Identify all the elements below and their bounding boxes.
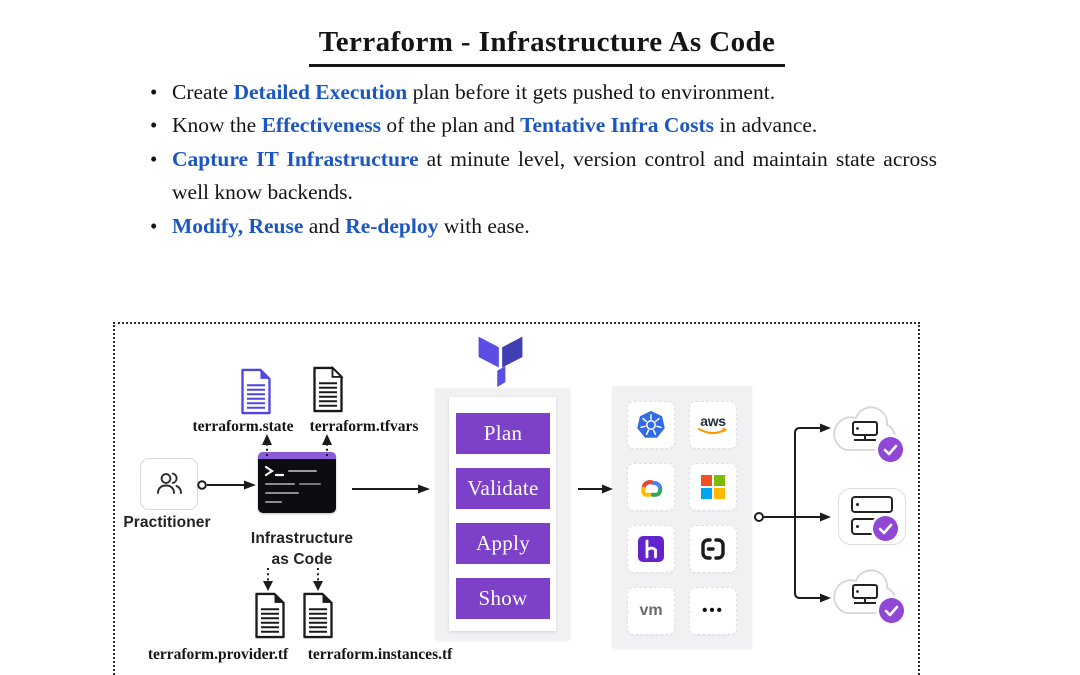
diagram-frame — [113, 322, 920, 675]
bullet-4-em: Modify, Reuse — [172, 213, 304, 238]
google-cloud-icon — [641, 480, 663, 497]
aws-wordmark: aws — [700, 412, 726, 429]
provider-vmware-card: vm — [627, 587, 675, 635]
check-icon — [878, 523, 893, 534]
title-wrap: Terraform - Infrastructure As Code — [0, 26, 1080, 67]
vmware-wordmark: vm — [639, 602, 663, 619]
bullet-1-em: Detailed Execution — [233, 80, 408, 104]
bullet-3-post: at minute level, version control and mai… — [172, 146, 937, 205]
provider-more-card: ••• — [689, 587, 737, 635]
check-badge-middle — [873, 516, 898, 541]
bullet-list: Create Detailed Execution plan before it… — [148, 76, 937, 243]
provider-code-brackets-card — [689, 525, 737, 573]
provider-kubernetes-card — [627, 401, 675, 449]
bullet-1-post: plan before it gets pushed to environmen… — [407, 80, 776, 104]
bullet-item-3: Capture IT Infrastructure at minute leve… — [148, 143, 937, 210]
code-brackets-icon — [701, 538, 725, 560]
ellipsis-icon: ••• — [702, 602, 724, 619]
bullet-2-post: in advance. — [714, 113, 818, 138]
aws-smile-icon — [697, 427, 728, 434]
users-icon — [157, 472, 182, 494]
bullet-4-mid: and — [303, 213, 346, 238]
bullet-2-em: Effectiveness — [261, 113, 381, 138]
microsoft-icon — [701, 475, 725, 499]
bullet-2-mid: of the plan and — [380, 113, 521, 138]
apply-button: Apply — [456, 523, 550, 564]
bullet-item-2: Know the Effectiveness of the plan and T… — [148, 109, 937, 143]
provider-aws-card: aws — [689, 401, 737, 449]
server-rack-target-middle — [838, 488, 906, 545]
terraform-state-label: terraform.state — [192, 418, 294, 435]
bullet-2-pre: Know the — [172, 113, 262, 138]
bullet-item-1: Create Detailed Execution plan before it… — [148, 76, 937, 110]
iac-terminal-node — [258, 452, 336, 513]
bullet-4-post: with ease. — [438, 213, 530, 238]
heroku-icon — [638, 536, 664, 562]
bullet-2-em2: Tentative Infra Costs — [520, 113, 715, 138]
terraform-provider-label: terraform.provider.tf — [147, 646, 289, 663]
bullet-item-4: Modify, Reuse and Re-deploy with ease. — [148, 210, 937, 244]
check-badge-top — [878, 437, 903, 462]
terraform-tfvars-label: terraform.tfvars — [309, 418, 419, 435]
check-icon — [883, 444, 898, 455]
validate-button: Validate — [456, 468, 550, 509]
terminal-code-icon — [264, 465, 321, 503]
practitioner-node — [140, 458, 198, 510]
kubernetes-icon — [637, 411, 665, 438]
provider-microsoft-card — [689, 463, 737, 511]
page-title: Terraform - Infrastructure As Code — [308, 26, 786, 67]
terraform-tfvars-file-icon — [313, 366, 344, 413]
plan-button: Plan — [456, 413, 550, 454]
terraform-instances-label: terraform.instances.tf — [307, 646, 453, 663]
terminal-titlebar — [258, 452, 336, 459]
terraform-logo-icon — [478, 336, 523, 387]
bullet-1-pre: Create — [172, 80, 234, 104]
provider-google-cloud-card — [627, 463, 675, 511]
terraform-instances-file-icon — [303, 592, 333, 639]
bullet-3-em: Capture IT Infrastructure — [172, 146, 419, 171]
provider-heroku-card — [627, 525, 675, 573]
check-badge-bottom — [879, 598, 904, 623]
terraform-state-file-icon — [241, 368, 271, 415]
iac-label-line1: Infrastructure — [250, 530, 354, 547]
iac-label: Infrastructure as Code — [242, 528, 362, 570]
practitioner-label: Practitioner — [123, 514, 211, 531]
iac-label-line2: as Code — [271, 551, 333, 568]
terraform-provider-file-icon — [255, 592, 285, 639]
check-icon — [884, 605, 899, 616]
show-button: Show — [456, 578, 550, 619]
bullet-4-em2: Re-deploy — [345, 213, 439, 238]
